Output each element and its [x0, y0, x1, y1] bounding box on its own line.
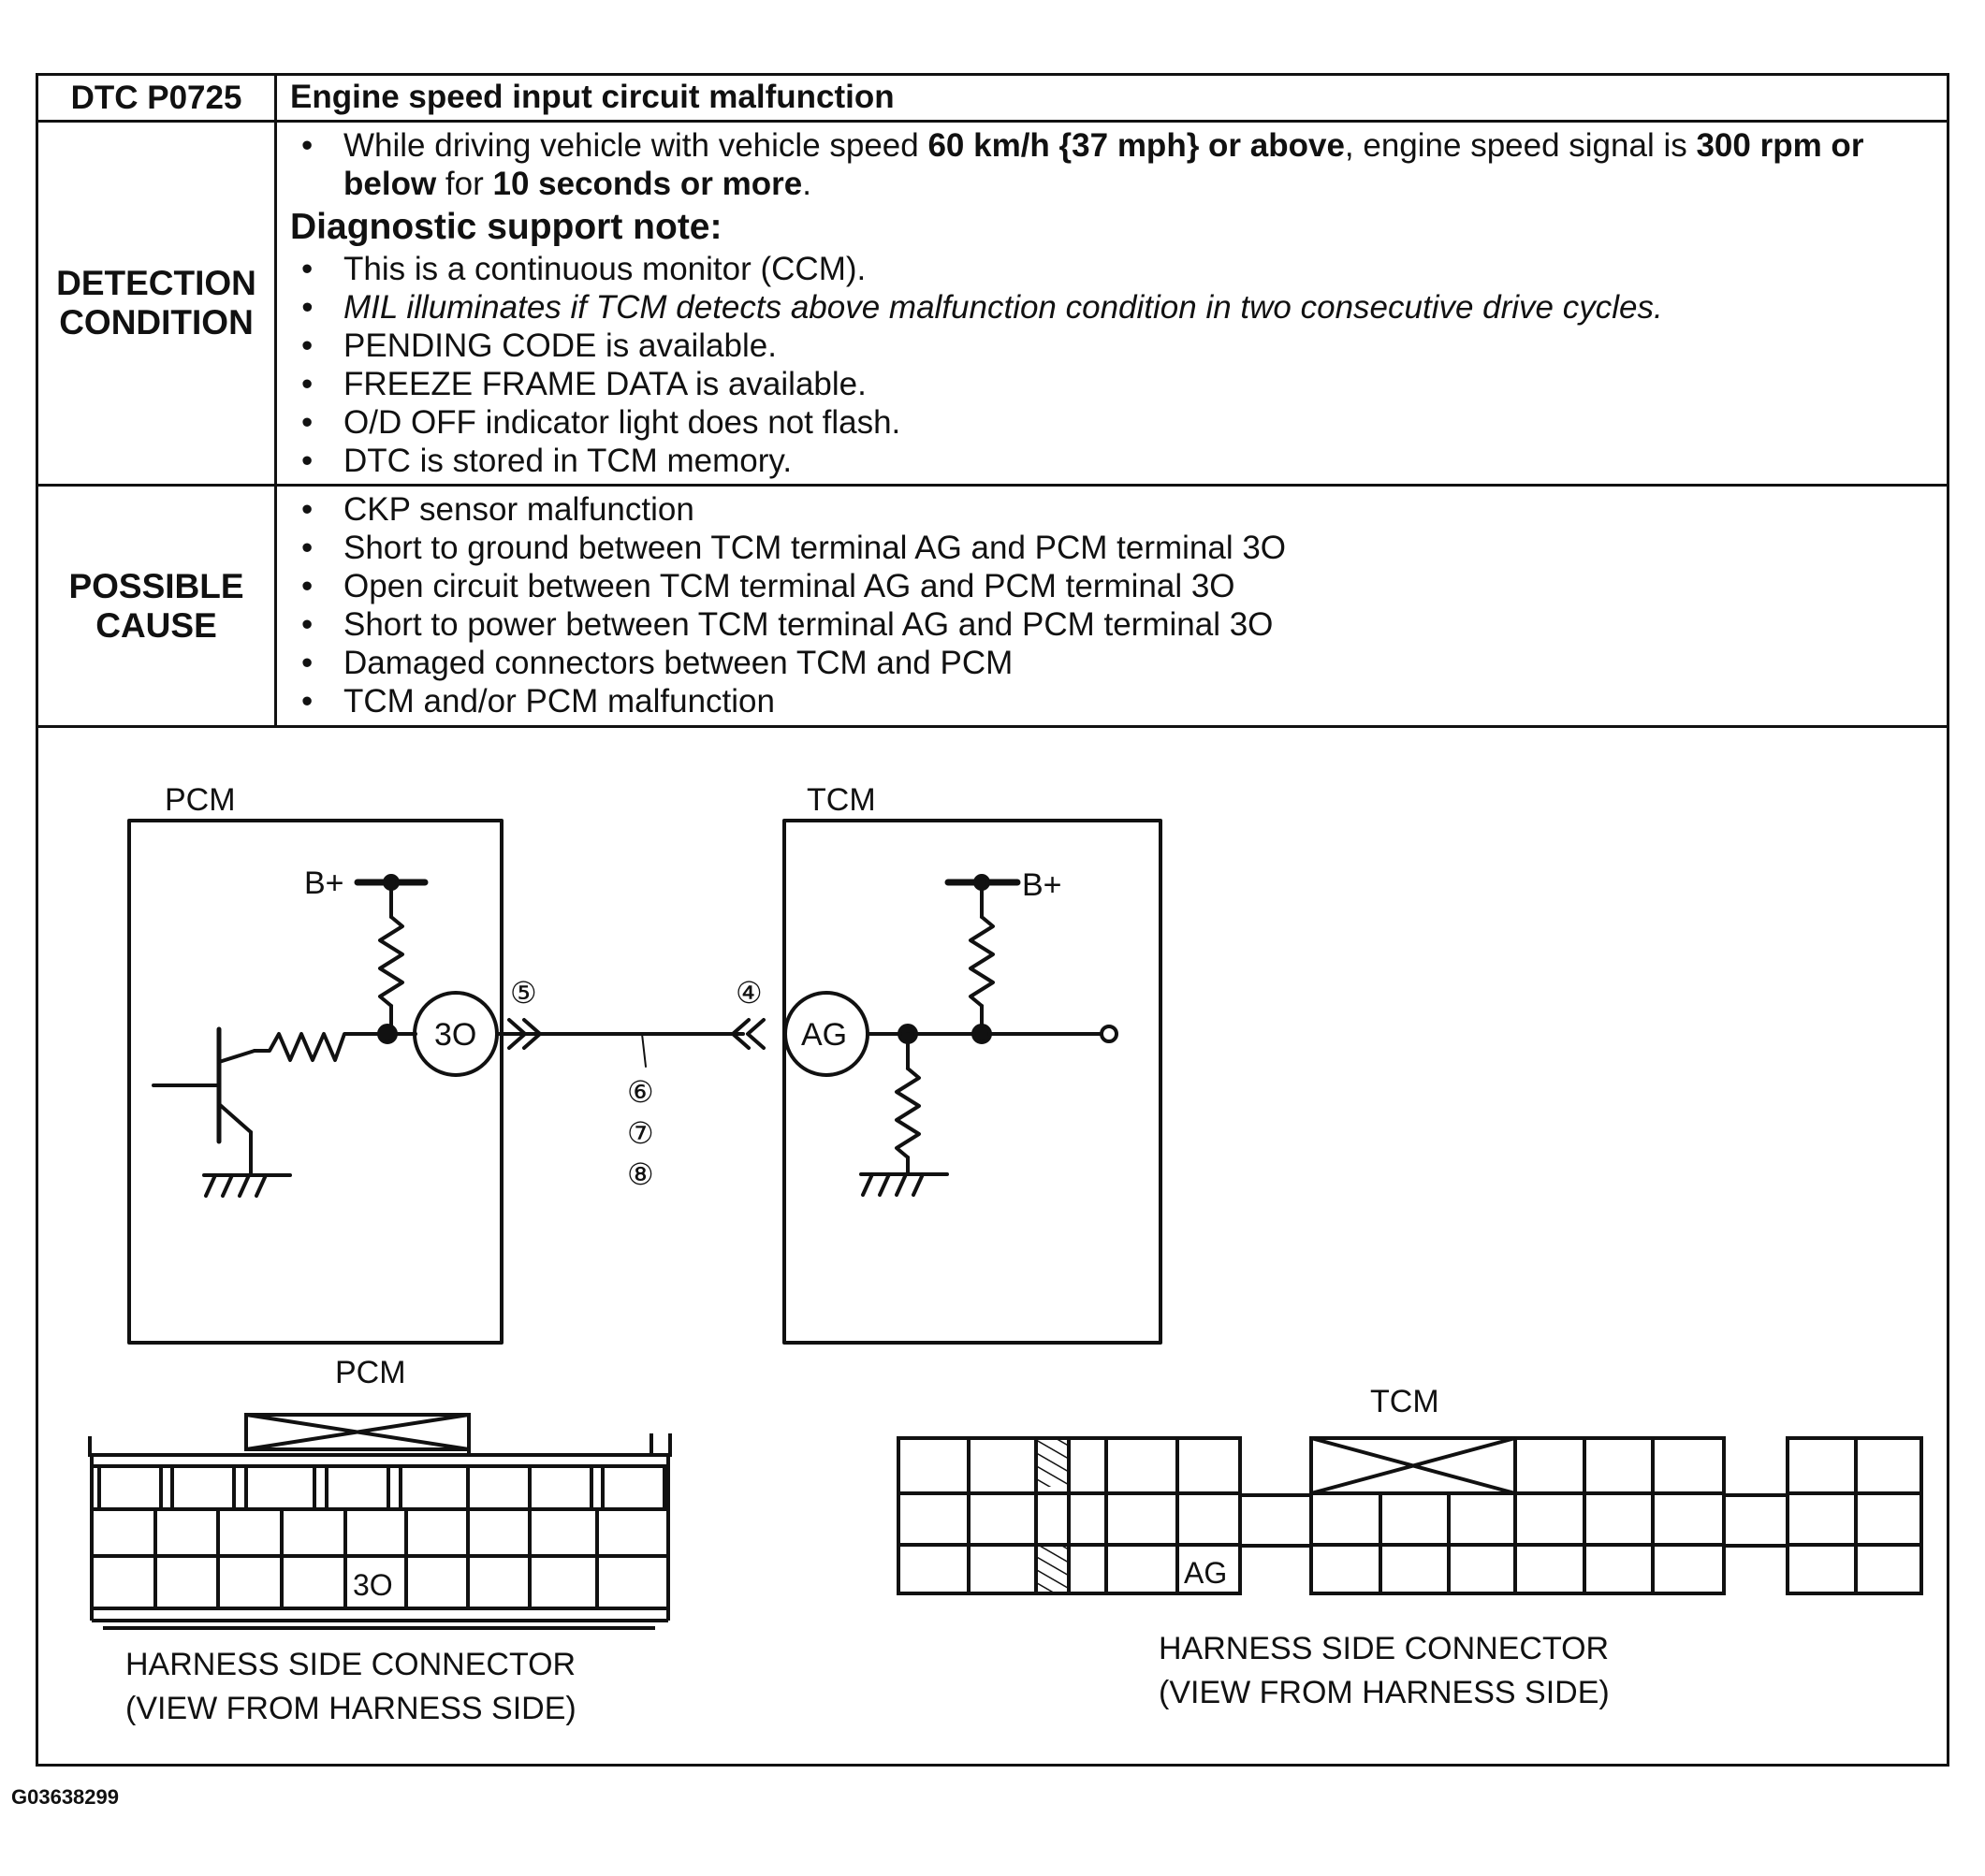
detection-content: While driving vehicle with vehicle speed…	[274, 120, 1949, 487]
detection-duration: 10 seconds or more	[492, 166, 803, 202]
pcm-connector-number: ⑤	[510, 976, 537, 1010]
tcm-pullup-resistor	[969, 915, 995, 1008]
detection-text-4: .	[802, 166, 811, 202]
tcm-connector-terminal-ag: AG	[1184, 1556, 1227, 1590]
cause-label-line2: CAUSE	[95, 605, 217, 645]
pcm-bplus-label: B+	[304, 865, 344, 901]
detection-text-1: While driving vehicle with vehicle speed	[343, 127, 928, 164]
tcm-bplus-label: B+	[1022, 867, 1062, 903]
pcm-connector-mark	[507, 1018, 527, 1050]
cause-item: TCM and/or PCM malfunction	[290, 682, 1928, 720]
tcm-open-terminal	[1100, 1025, 1118, 1043]
detection-label-line2: CONDITION	[59, 303, 254, 342]
wire-ref-7: ⑦	[627, 1116, 654, 1150]
cause-list: CKP sensor malfunction Short to ground b…	[277, 487, 1947, 724]
detection-text-3: for	[436, 166, 493, 202]
wire-ref-8: ⑧	[627, 1157, 654, 1191]
cause-label: POSSIBLE CAUSE	[36, 484, 277, 728]
dtc-title: Engine speed input circuit malfunction	[274, 73, 1949, 123]
pcm-module-label: PCM	[165, 782, 236, 818]
detection-main-list: While driving vehicle with vehicle speed…	[277, 123, 1947, 203]
note-item: This is a continuous monitor (CCM).	[290, 250, 1928, 288]
tcm-terminal-label: AG	[801, 1017, 847, 1053]
pcm-harness-connector	[88, 1413, 672, 1630]
note-item: DTC is stored in TCM memory.	[290, 442, 1928, 480]
diagnostic-note-heading: Diagnostic support note:	[290, 207, 722, 247]
dtc-table: DTC P0725 Engine speed input circuit mal…	[36, 73, 1949, 728]
tcm-connector-caption-2: (VIEW FROM HARNESS SIDE)	[1159, 1675, 1610, 1710]
detection-label: DETECTION CONDITION	[36, 120, 277, 487]
diagnostic-note-list: This is a continuous monitor (CCM). MIL …	[277, 250, 1947, 484]
tcm-module-box	[782, 819, 1162, 1345]
pcm-pullup-resistor	[378, 915, 404, 1008]
tcm-connector-caption-1: HARNESS SIDE CONNECTOR	[1159, 1631, 1609, 1666]
figure-id: G03638299	[11, 1785, 119, 1809]
cause-content: CKP sensor malfunction Short to ground b…	[274, 484, 1949, 728]
pcm-connector-lock	[244, 1413, 471, 1451]
note-item: MIL illuminates if TCM detects above mal…	[290, 288, 1928, 327]
cause-item: Open circuit between TCM terminal AG and…	[290, 567, 1928, 605]
cause-item: CKP sensor malfunction	[290, 490, 1928, 529]
tcm-junction-dot-2	[971, 1024, 992, 1044]
tcm-connector-title: TCM	[1370, 1384, 1439, 1419]
cause-item: Short to ground between TCM terminal AG …	[290, 529, 1928, 567]
detection-speed: 60 km/h {37 mph} or above	[927, 127, 1345, 164]
note-item: FREEZE FRAME DATA is available.	[290, 365, 1928, 403]
pcm-connector-caption-2: (VIEW FROM HARNESS SIDE)	[125, 1691, 577, 1726]
detection-label-line1: DETECTION	[56, 264, 256, 302]
dtc-header-row: DTC P0725 Engine speed input circuit mal…	[36, 73, 1949, 123]
cause-row: POSSIBLE CAUSE CKP sensor malfunction Sh…	[36, 484, 1949, 728]
pcm-module-box	[127, 819, 504, 1345]
pcm-connector-caption-1: HARNESS SIDE CONNECTOR	[125, 1647, 576, 1682]
detection-main-item: While driving vehicle with vehicle speed…	[290, 126, 1928, 203]
note-item: O/D OFF indicator light does not flash.	[290, 403, 1928, 442]
cause-item: Short to power between TCM terminal AG a…	[290, 605, 1928, 644]
tcm-connector-mark	[731, 1018, 751, 1050]
tcm-harness-connector	[897, 1436, 1923, 1595]
cause-item: Damaged connectors between TCM and PCM	[290, 644, 1928, 682]
detection-text-2: , engine speed signal is	[1344, 127, 1697, 164]
dtc-code: DTC P0725	[36, 73, 277, 123]
detection-rpm: 300 rpm or below	[343, 127, 1864, 202]
pcm-connector-terminal-3o: 3O	[353, 1568, 393, 1602]
pcm-transistor-emitter	[217, 1102, 253, 1134]
tcm-module-label: TCM	[807, 782, 876, 818]
tcm-connector-number: ④	[736, 976, 763, 1010]
pcm-connector-title: PCM	[335, 1355, 406, 1390]
tcm-pulldown-resistor	[895, 1067, 921, 1159]
note-item: PENDING CODE is available.	[290, 327, 1928, 365]
wire-ref-6: ⑥	[627, 1075, 654, 1109]
pcm-terminal-label: 3O	[434, 1017, 476, 1053]
pcm-series-resistor	[253, 1032, 354, 1062]
pcm-transistor-collector	[217, 1049, 256, 1064]
cause-label-line1: POSSIBLE	[68, 566, 244, 605]
detection-row: DETECTION CONDITION While driving vehicl…	[36, 120, 1949, 487]
